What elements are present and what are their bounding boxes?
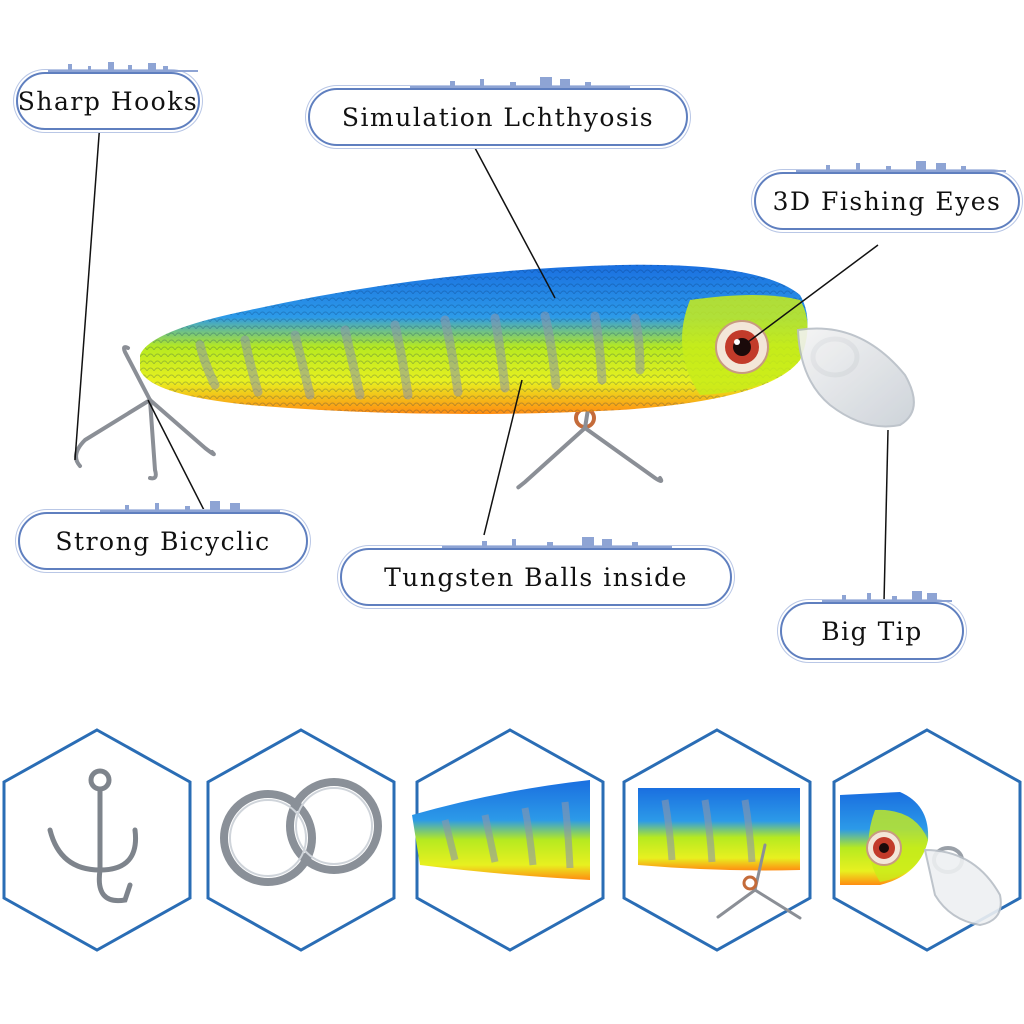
thumbnail-lure-head	[832, 728, 1022, 952]
treble-hook-icon	[47, 768, 139, 904]
callout-tungsten: Tungsten Balls inside	[340, 537, 732, 606]
callout-pointer-lines	[74, 121, 889, 603]
skyline-decoration-icon	[796, 161, 1006, 172]
thumbnail-lure-belly	[622, 728, 812, 952]
callout-bicyclic: Strong Bicyclic	[18, 501, 308, 570]
thumbnail-split-rings	[206, 728, 396, 952]
skyline-decoration-icon	[100, 501, 280, 512]
fishing-lure-illustration	[74, 121, 915, 603]
callout-simulation: Simulation Lchthyosis	[308, 77, 688, 146]
lure-body	[140, 264, 808, 414]
callout-label: Tungsten Balls inside	[384, 562, 688, 592]
callout-label: Big Tip	[821, 616, 923, 646]
thumbnail-lure-back	[412, 728, 605, 952]
detail-thumbnails	[2, 728, 1022, 952]
callout-label: 3D Fishing Eyes	[772, 186, 1002, 216]
callout-label: Simulation Lchthyosis	[341, 102, 655, 132]
skyline-decoration-icon	[410, 77, 630, 88]
lure-belly-icon	[638, 788, 802, 920]
callout-label: Strong Bicyclic	[55, 526, 271, 556]
rear-treble-hook-icon	[74, 345, 216, 481]
lure-back-icon	[412, 780, 590, 880]
fishing-eye-icon	[715, 320, 769, 374]
diving-lip-icon	[796, 327, 915, 428]
callout-fishing-eyes: 3D Fishing Eyes	[754, 161, 1020, 230]
callout-big-tip: Big Tip	[780, 591, 964, 660]
skyline-decoration-icon	[48, 62, 198, 72]
lure-head-icon	[840, 792, 1002, 927]
callout-label: Sharp Hooks	[17, 86, 199, 116]
skyline-decoration-icon	[822, 591, 952, 602]
callout-sharp-hooks: Sharp Hooks	[16, 62, 200, 130]
skyline-decoration-icon	[442, 537, 672, 548]
thumbnail-treble-hook	[2, 728, 192, 952]
split-ring-icon	[220, 778, 382, 886]
